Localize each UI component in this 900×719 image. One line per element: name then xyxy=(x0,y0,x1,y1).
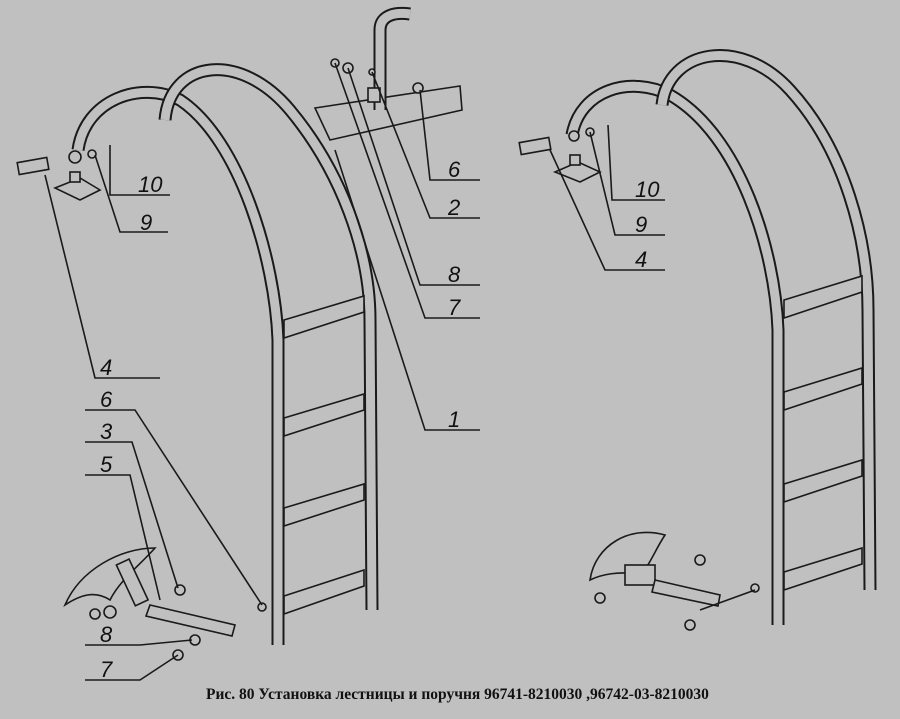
right-labels: 10 9 4 xyxy=(635,177,660,272)
label-4: 4 xyxy=(635,247,647,272)
label-7: 7 xyxy=(100,657,113,682)
label-8: 8 xyxy=(448,262,461,287)
label-7: 7 xyxy=(448,295,461,320)
label-9: 9 xyxy=(140,210,152,235)
label-9: 9 xyxy=(635,212,647,237)
figure-caption: Рис. 80 Установка лестницы и поручня 967… xyxy=(206,686,709,703)
left-ladder xyxy=(16,6,480,681)
label-10: 10 xyxy=(635,177,660,202)
label-6: 6 xyxy=(448,157,461,182)
right-ladder xyxy=(518,49,877,631)
label-1: 1 xyxy=(448,407,460,432)
label-2: 2 xyxy=(447,195,460,220)
label-6: 6 xyxy=(100,387,113,412)
label-5: 5 xyxy=(100,452,113,477)
rungs xyxy=(783,274,863,592)
label-3: 3 xyxy=(100,419,113,444)
rungs xyxy=(283,294,365,616)
label-4: 4 xyxy=(100,355,112,380)
label-10: 10 xyxy=(138,172,163,197)
left-labels: 10 9 4 6 3 5 8 7 6 2 8 7 1 xyxy=(100,157,461,682)
label-8: 8 xyxy=(100,622,113,647)
